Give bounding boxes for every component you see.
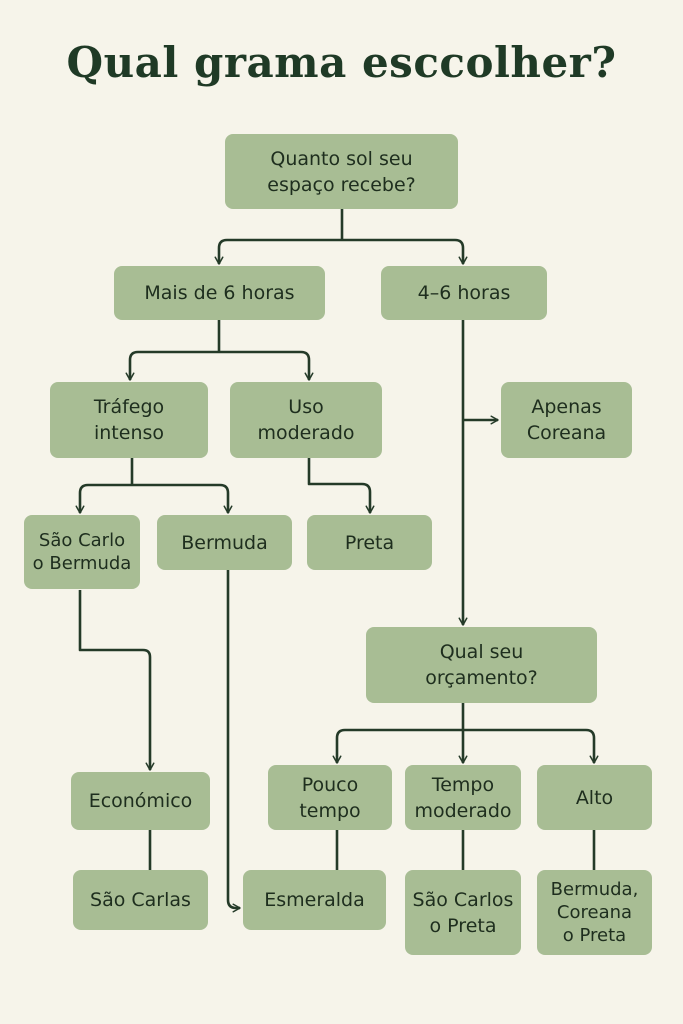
node-more-than-6-hours: Mais de 6 horas [114,266,325,320]
node-esmeralda: Esmeralda [243,870,386,930]
edge-traffic-to-saocarlo [75,483,132,514]
edge-root-to-more6 [214,238,342,265]
node-bermuda-coreana-preta: Bermuda, Coreana o Preta [537,870,652,955]
edge-saocarlo-to-economico [78,590,155,771]
edge-moderate-to-preta [307,458,375,514]
node-sun-question: Quanto sol seu espaço recebe? [225,134,458,209]
edge-budget-to-alto [463,728,599,764]
node-economico: Económico [71,772,210,830]
diagram-title: Qual grama esccolher? [66,38,617,87]
node-saocarlo-bermuda: São Carlo o Bermuda [24,515,140,589]
node-saocarlos-preta: São Carlos o Preta [405,870,521,955]
node-4-to-6-hours: 4–6 horas [381,266,547,320]
node-little-time: Pouco tempo [268,765,392,830]
node-only-korean: Apenas Coreana [501,382,632,458]
edge-budget-to-little-time [332,728,463,764]
edge-more6-to-traffic [125,350,219,381]
edge-root-to-4to6 [342,238,468,265]
edge-traffic-to-bermuda [132,483,233,514]
node-preta: Preta [307,515,432,570]
node-moderate-time: Tempo moderado [405,765,521,830]
node-budget-question: Qual seu orçamento? [366,627,597,703]
node-heavy-traffic: Tráfego intenso [50,382,208,458]
node-high: Alto [537,765,652,830]
edge-bermuda-to-esmeralda [226,570,241,913]
node-bermuda: Bermuda [157,515,292,570]
node-moderate-use: Uso moderado [230,382,382,458]
node-sao-carlas: São Carlas [73,870,208,930]
edge-more6-to-moderate [219,350,314,381]
